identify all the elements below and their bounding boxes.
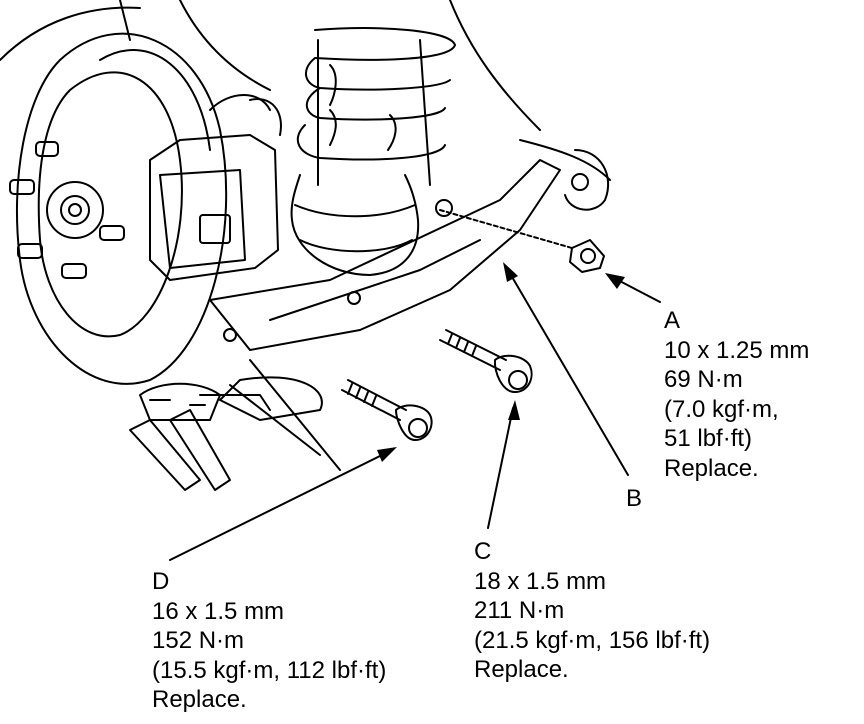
bump-stop bbox=[290, 174, 420, 276]
callout-a-torque-lbf: 51 lbf·ft) bbox=[664, 425, 753, 452]
callout-d-torque-nm: 152 N·m bbox=[152, 627, 245, 654]
brake-caliper bbox=[149, 94, 282, 281]
chassis-outline bbox=[0, 0, 611, 211]
arrow-head-a bbox=[605, 273, 625, 289]
leader-line-a bbox=[613, 277, 661, 303]
leader-line-c bbox=[487, 407, 514, 529]
leader-line-d bbox=[169, 451, 389, 561]
wheel-studs bbox=[9, 141, 125, 279]
callout-d: D 16 x 1.5 mm 152 N·m (15.5 kgf·m, 112 l… bbox=[152, 567, 386, 715]
bolt-c bbox=[439, 329, 533, 393]
callout-a-note: Replace. bbox=[664, 454, 759, 482]
bolt-d bbox=[341, 379, 433, 441]
nut-a bbox=[439, 209, 605, 273]
callout-c-torque-kgf-lbf: (21.5 kgf·m, 156 lbf·ft) bbox=[474, 626, 711, 654]
callout-c: C 18 x 1.5 mm 211 N·m (21.5 kgf·m, 156 l… bbox=[474, 537, 710, 685]
lower-links bbox=[129, 359, 341, 491]
callout-c-torque-nm: 211 N·m bbox=[474, 597, 565, 624]
callout-a-torque-nm: 69 N·m bbox=[664, 366, 743, 393]
callout-d-size: 16 x 1.5 mm bbox=[152, 597, 285, 625]
callout-c-letter: C bbox=[474, 538, 492, 565]
callout-c-note: Replace. bbox=[474, 656, 569, 683]
callout-d-torque-kgf-lbf: (15.5 kgf·m, 112 lbf·ft) bbox=[152, 656, 387, 684]
brake-disc bbox=[15, 32, 228, 385]
callout-a-letter: A bbox=[664, 307, 681, 334]
callout-c-size: 18 x 1.5 mm bbox=[474, 567, 607, 595]
callout-d-note: Replace. bbox=[152, 686, 247, 713]
callout-a-torque-kgf: (7.0 kgf·m, bbox=[664, 395, 779, 423]
lower-arm bbox=[209, 159, 561, 421]
leader-line-b bbox=[507, 269, 629, 476]
callout-b-letter: B bbox=[626, 485, 643, 512]
arrow-head-d bbox=[377, 447, 397, 462]
callout-a-size: 10 x 1.25 mm bbox=[664, 336, 810, 364]
arrow-head-c bbox=[508, 400, 520, 420]
arrow-head-b bbox=[503, 262, 518, 282]
callout-a: A 10 x 1.25 mm 69 N·m (7.0 kgf·m, 51 lbf… bbox=[664, 306, 809, 483]
callout-d-letter: D bbox=[152, 568, 170, 595]
coil-spring bbox=[296, 27, 456, 186]
